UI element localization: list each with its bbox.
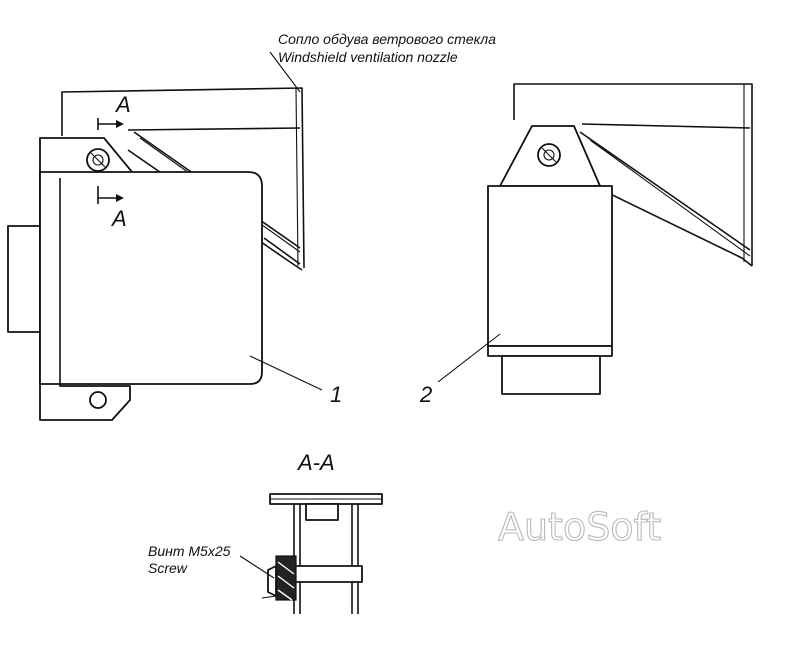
part-2-leader-line [437,333,501,383]
left-view: A A [7,87,305,421]
section-arrow-top-icon [116,120,124,128]
nozzle-label-ru: Сопло обдува ветрового стекла [278,31,496,47]
part-1-body [39,171,263,385]
watermark: AutoSoft [498,505,661,549]
right-duct-inner-line [589,139,751,257]
section-title: A-A [296,450,335,475]
part-2-label: 2 [419,382,432,407]
part-1-leader-line [249,355,323,391]
part-2-connector [501,355,601,395]
nozzle-label-en: Windshield ventilation nozzle [278,49,458,65]
left-nozzle-housing [61,87,305,269]
section-screw-tip [261,595,277,599]
section-screw-head [267,565,277,597]
part-1-label: 1 [330,382,342,407]
right-duct [579,123,753,267]
section-mark-bottom: A [110,206,127,231]
left-upper-bolt-center [92,154,104,166]
right-upper-bolt-center [543,149,555,161]
right-nozzle-housing [513,83,753,266]
section-arrow-bottom-icon [116,194,124,202]
nozzle-leader-line [269,51,301,93]
section-a-a-view [261,493,383,614]
part-2-body [487,185,613,347]
screw-label-ru: Винт М5х25 [148,543,231,559]
left-upper-bolt-slot [90,152,106,168]
section-screw-shank [285,565,363,583]
left-housing-inner-edge [295,87,299,267]
screw-label-en: Screw [148,560,188,576]
section-mark-top: A [114,92,131,117]
hatch-line-1 [277,561,295,575]
section-inner-tab [305,503,339,521]
hatch-line-2 [277,575,295,589]
right-view [487,83,753,395]
screw-leader-line [239,555,275,579]
hatch-line-3 [277,589,293,601]
left-side-tab [7,225,41,333]
part-2-flange [487,345,613,357]
right-upper-bolt-slot [541,147,557,163]
left-lower-hole [89,391,107,409]
